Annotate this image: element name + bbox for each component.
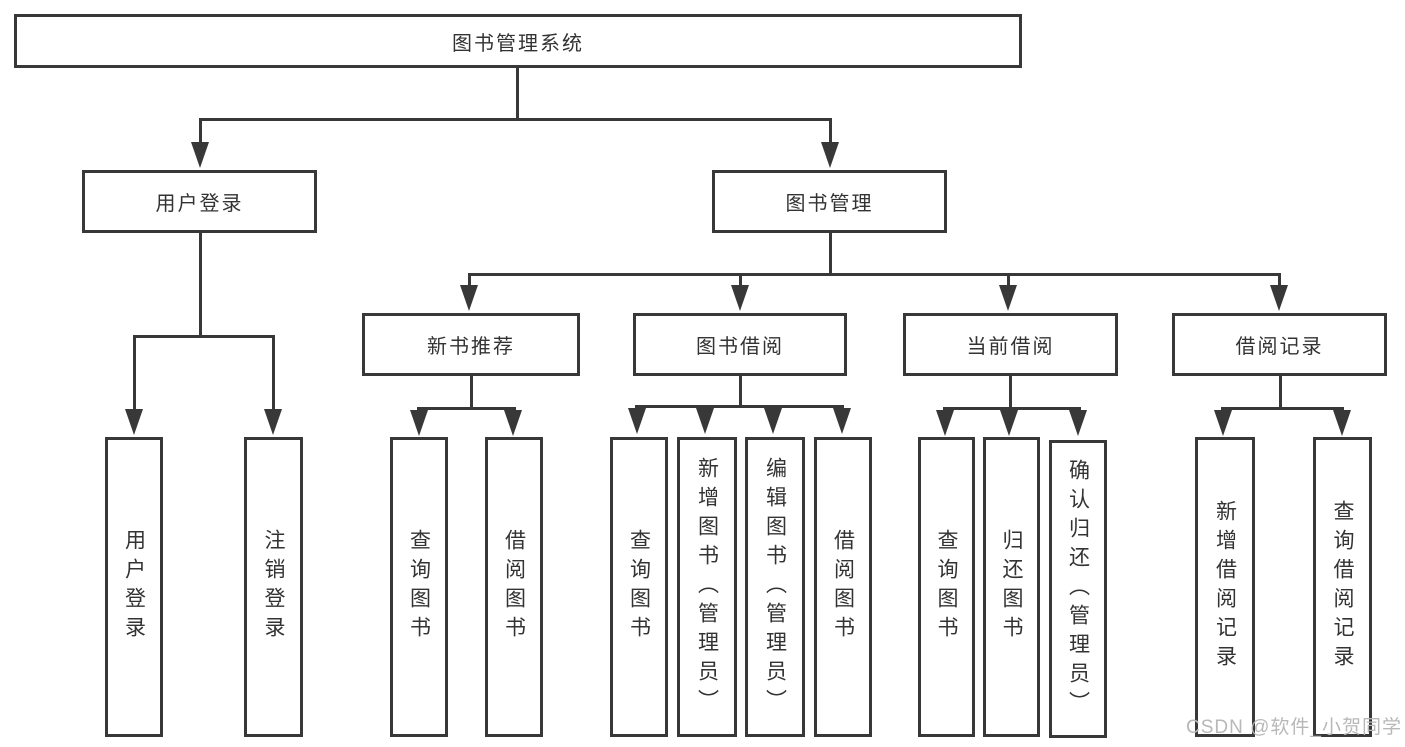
connector-user-login-hline — [133, 335, 275, 338]
connector-book-mgmt-drop-2 — [739, 276, 742, 286]
node-book-management: 图书管理 — [712, 170, 947, 233]
node-book-borrowing-label: 图书借阅 — [696, 336, 784, 358]
arrow-to-leaf-add-book-admin — [696, 408, 714, 434]
arrow-to-user-login — [191, 142, 209, 168]
arrow-to-leaf-query-borrow-record — [1333, 410, 1351, 436]
leaf-user-login: 用户登录 — [105, 437, 163, 737]
connector-current-borrowing-stem — [1009, 375, 1012, 408]
leaf-logout-label: 注销登录 — [262, 529, 285, 645]
arrow-to-leaf-query-book-borrowing — [628, 408, 646, 434]
node-root: 图书管理系统 — [14, 14, 1022, 68]
connector-book-borrowing-hline — [635, 405, 844, 408]
leaf-borrow-book-recommend-label: 借阅图书 — [502, 529, 526, 645]
arrow-to-leaf-query-book-recommend — [410, 410, 428, 436]
arrow-to-leaf-user-login — [125, 409, 143, 435]
connector-book-mgmt-stem — [829, 233, 832, 274]
connector-book-mgmt-drop-1 — [468, 276, 471, 286]
leaf-return-book: 归还图书 — [983, 437, 1040, 737]
arrow-to-borrowing-records — [1270, 285, 1288, 311]
connector-book-mgmt-hline — [468, 273, 1281, 276]
arrow-to-leaf-borrow-book — [833, 408, 851, 434]
connector-root-stem — [516, 68, 519, 119]
csdn-watermark: CSDN @软件_小贺同学 — [1186, 717, 1402, 738]
arrow-to-leaf-edit-book-admin — [764, 408, 782, 434]
leaf-query-book-recommend-label: 查询图书 — [407, 529, 431, 645]
leaf-query-book-current: 查询图书 — [918, 437, 975, 737]
connector-root-drop-right — [829, 121, 832, 143]
leaf-query-borrow-record: 查询借阅记录 — [1313, 437, 1372, 737]
leaf-add-borrow-record: 新增借阅记录 — [1195, 437, 1255, 737]
leaf-add-borrow-record-label: 新增借阅记录 — [1213, 500, 1237, 674]
leaf-edit-book-admin-label: 编辑图书（管理员） — [763, 456, 787, 718]
node-new-book-recommend: 新书推荐 — [362, 313, 580, 376]
node-book-borrowing: 图书借阅 — [633, 313, 847, 376]
node-borrowing-records-label: 借阅记录 — [1235, 336, 1324, 358]
node-current-borrowing: 当前借阅 — [903, 313, 1118, 376]
connector-current-borrowing-hline — [943, 407, 1081, 410]
leaf-query-book-current-label: 查询图书 — [935, 529, 958, 645]
arrow-to-book-borrowing — [731, 285, 749, 311]
arrow-to-book-management — [821, 142, 839, 168]
node-root-label: 图书管理系统 — [452, 32, 584, 55]
node-current-borrowing-label: 当前借阅 — [966, 336, 1055, 358]
arrow-to-leaf-return-book — [1000, 410, 1018, 436]
connector-new-book-hline — [417, 407, 516, 410]
node-book-management-label: 图书管理 — [785, 193, 874, 215]
connector-user-login-drop-right — [272, 338, 275, 410]
arrow-to-current-borrowing — [999, 285, 1017, 311]
leaf-borrow-book-recommend: 借阅图书 — [485, 437, 543, 737]
arrow-to-new-book-recommend — [460, 285, 478, 311]
node-user-login: 用户登录 — [82, 170, 317, 233]
leaf-query-book-borrowing: 查询图书 — [610, 437, 668, 737]
leaf-user-login-label: 用户登录 — [122, 529, 146, 645]
leaf-query-book-borrowing-label: 查询图书 — [627, 529, 651, 645]
arrow-to-leaf-add-borrow-record — [1214, 410, 1232, 436]
leaf-query-borrow-record-label: 查询借阅记录 — [1331, 500, 1354, 674]
connector-new-book-stem — [470, 375, 473, 408]
connector-borrow-records-hline — [1221, 407, 1344, 410]
connector-root-drop-left — [199, 121, 202, 143]
connector-user-login-stem — [199, 233, 202, 336]
leaf-logout: 注销登录 — [244, 437, 303, 737]
connector-user-login-drop-left — [133, 338, 136, 410]
connector-book-mgmt-drop-4 — [1278, 276, 1281, 286]
node-new-book-recommend-label: 新书推荐 — [427, 336, 515, 358]
leaf-confirm-return-admin: 确认归还（管理员） — [1049, 440, 1107, 738]
leaf-add-book-admin-label: 新增图书（管理员） — [695, 456, 719, 718]
connector-borrow-records-stem — [1279, 375, 1282, 408]
leaf-add-book-admin: 新增图书（管理员） — [677, 437, 737, 737]
leaf-confirm-return-admin-label: 确认归还（管理员） — [1066, 458, 1090, 720]
connector-root-hline — [199, 118, 832, 121]
leaf-return-book-label: 归还图书 — [1000, 529, 1023, 645]
leaf-borrow-book: 借阅图书 — [814, 437, 872, 737]
leaf-borrow-book-label: 借阅图书 — [831, 529, 855, 645]
node-borrowing-records: 借阅记录 — [1172, 313, 1387, 376]
node-user-login-label: 用户登录 — [155, 193, 244, 215]
leaf-query-book-recommend: 查询图书 — [390, 437, 448, 737]
connector-book-mgmt-drop-3 — [1007, 276, 1010, 286]
leaf-edit-book-admin: 编辑图书（管理员） — [745, 437, 805, 737]
arrow-to-leaf-logout — [264, 409, 282, 435]
arrow-to-leaf-confirm-return-admin — [1069, 410, 1087, 436]
connector-book-borrowing-stem — [739, 375, 742, 406]
arrow-to-leaf-borrow-book-recommend — [504, 410, 522, 436]
arrow-to-leaf-query-book-current — [936, 410, 954, 436]
